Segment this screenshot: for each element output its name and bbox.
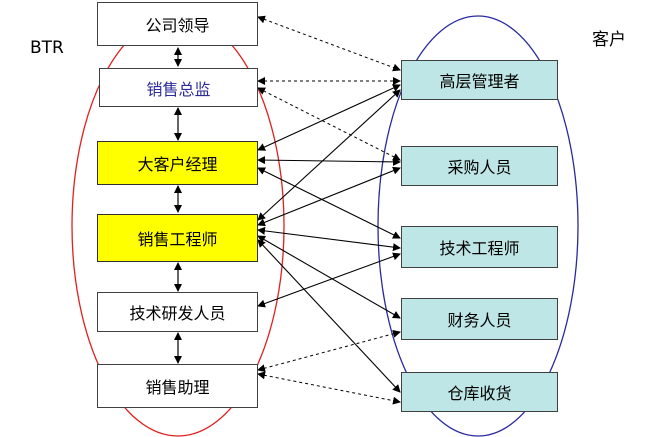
solid-kam-senior [257,84,401,151]
btr-group-label: BTR [30,38,64,58]
solid-engineer-warehouse [257,239,401,393]
warehouse-receiving-box: 仓库收货 [401,372,558,412]
technical-engineer-label: 技术工程师 [439,239,520,258]
tech-rd-box: 技术研发人员 [97,292,258,332]
company-leader-label: 公司领导 [145,16,210,35]
senior-management-box: 高层管理者 [401,60,558,100]
technical-engineer-box: 技术工程师 [401,226,558,268]
sales-engineer-label: 销售工程师 [137,230,218,249]
sales-director-box: 销售总监 [99,68,258,107]
sales-assistant-box: 销售助理 [97,364,258,408]
finance-staff-label: 财务人员 [447,311,512,330]
purchasing-staff-box: 采购人员 [401,146,558,186]
sales-engineer-box: 销售工程师 [97,214,258,262]
customer-group-label: 客户 [592,30,626,50]
dashed-leader-senior [257,15,401,72]
dashed-assistant-finance [257,329,401,373]
purchasing-staff-label: 采购人员 [447,158,512,177]
solid-rd-technical [257,252,401,308]
dashed-assistant-warehouse [257,371,401,405]
key-account-manager-label: 大客户经理 [137,155,218,174]
key-account-manager-box: 大客户经理 [97,141,258,185]
sales-director-label: 销售总监 [146,79,211,99]
dashed-director-purchasing [257,87,401,161]
company-leader-box: 公司领导 [97,2,258,46]
solid-connections [257,84,401,393]
tech-rd-label: 技术研发人员 [129,304,226,323]
warehouse-receiving-label: 仓库收货 [447,384,512,403]
finance-staff-box: 财务人员 [401,298,558,340]
senior-management-label: 高层管理者 [439,72,520,91]
solid-engineer-purchasing [257,166,401,227]
sales-assistant-label: 销售助理 [145,378,210,397]
